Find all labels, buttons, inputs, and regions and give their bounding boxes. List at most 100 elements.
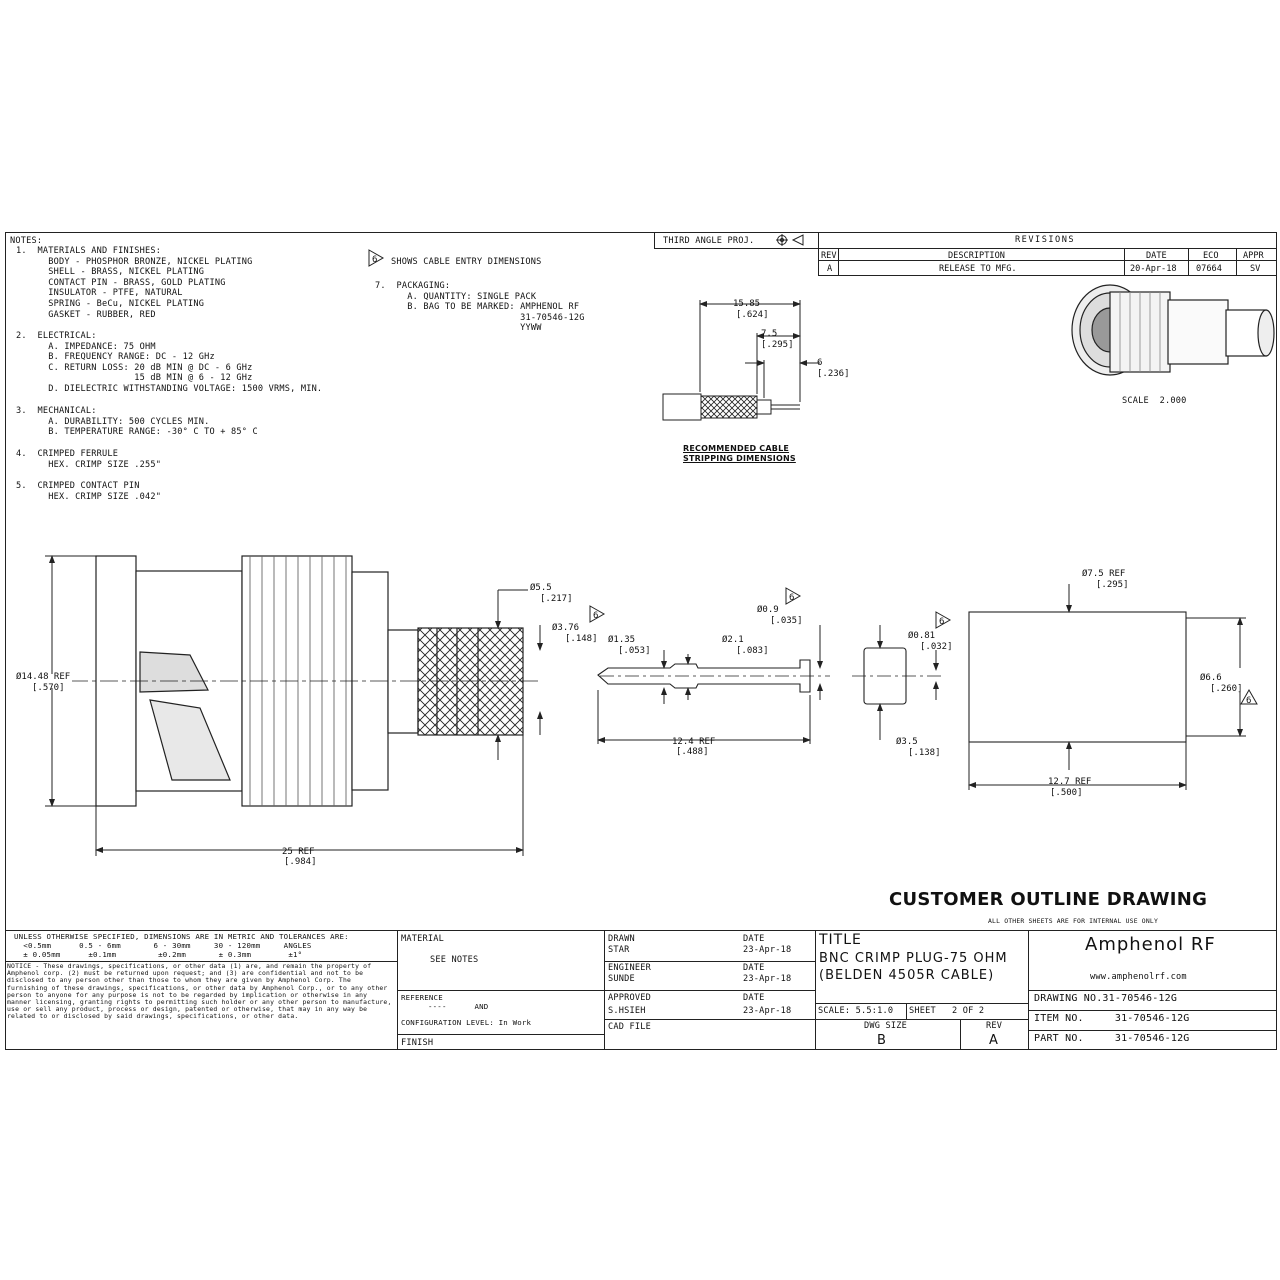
- notes-heading: NOTES:: [10, 236, 43, 246]
- crimp-ferrule: [968, 611, 1187, 743]
- rev-col: [1124, 248, 1125, 276]
- title-label: TITLE: [819, 932, 862, 948]
- approved-date-label: DATE: [743, 993, 765, 1003]
- sleeve-bore-in: [.032]: [920, 642, 953, 652]
- tb-col: [815, 930, 816, 1050]
- tb-row: [1028, 990, 1277, 991]
- drawn-by: STAR: [608, 945, 630, 955]
- tb-row: [397, 1034, 604, 1035]
- title-line-1: BNC CRIMP PLUG-75 OHM: [819, 951, 1008, 966]
- configuration-level: CONFIGURATION LEVEL: In Work: [401, 1018, 532, 1027]
- note-mechanical: 3. MECHANICAL: A. DURABILITY: 500 CYCLES…: [16, 406, 258, 438]
- sheet-value: SHEET 2 OF 2: [909, 1006, 985, 1016]
- rev-header-line: [818, 260, 1276, 261]
- pin-bore: Ø0.9: [757, 604, 779, 615]
- iso-connector-view: [1071, 284, 1275, 376]
- note6-flag-icon: 6: [368, 249, 385, 267]
- rev-row-date: 20-Apr-18: [1130, 264, 1177, 274]
- rev-col: [1236, 248, 1237, 276]
- projection-label: THIRD ANGLE PROJ.: [663, 236, 755, 246]
- scale-value: SCALE: 5.5:1.0: [818, 1006, 894, 1016]
- engineer-date: 23-Apr-18: [743, 974, 792, 984]
- body-dimensions: [45, 555, 543, 856]
- contact-pin: [597, 659, 830, 693]
- stripping-diagram: [662, 300, 820, 421]
- tb-col: [960, 1019, 961, 1050]
- material-value: SEE NOTES: [430, 955, 479, 965]
- ferrule-dia-in: [.295]: [1096, 580, 1129, 590]
- flag-icon: [785, 587, 802, 605]
- tb-row: [1028, 1010, 1277, 1011]
- drawing-sheet: [5, 232, 1277, 1050]
- approved-label: APPROVED: [608, 993, 651, 1003]
- rev-border: [818, 232, 819, 276]
- titleblock-top: [5, 930, 1277, 931]
- projection-symbol-icon: [776, 234, 804, 246]
- customer-outline-title: CUSTOMER OUTLINE DRAWING: [889, 889, 1208, 910]
- dwg-size-value: B: [877, 1033, 887, 1048]
- note-crimped-pin: 5. CRIMPED CONTACT PIN HEX. CRIMP SIZE .…: [16, 481, 162, 502]
- rev-row-line: [818, 275, 1276, 276]
- ferrule-id2: Ø6.6: [1200, 672, 1222, 683]
- pin-body: Ø2.1: [722, 634, 744, 645]
- rev-row-appr: SV: [1250, 264, 1261, 274]
- note-electrical: 2. ELECTRICAL: A. IMPEDANCE: 75 OHM B. F…: [16, 331, 323, 394]
- sleeve-dimensions: [877, 625, 939, 740]
- pin-body-in: [.083]: [736, 646, 769, 656]
- flag-text: 6: [939, 617, 944, 627]
- rev-value: A: [989, 1033, 999, 1048]
- flag-icon: [589, 605, 606, 623]
- strip-dim-2: 7.5: [761, 329, 777, 339]
- tb-row: [604, 990, 815, 991]
- tb-row: [604, 1019, 815, 1020]
- reference-label: REFERENCE: [401, 993, 443, 1002]
- tb-row: [5, 961, 397, 962]
- body-dia-in: [.570]: [32, 683, 65, 693]
- cad-file-label: CAD FILE: [608, 1022, 651, 1032]
- tb-row: [604, 961, 815, 962]
- sleeve-od: Ø3.5: [896, 736, 918, 747]
- sleeve-bore: Ø0.81: [908, 630, 935, 641]
- note-materials: 1. MATERIALS AND FINISHES: BODY - PHOSPH…: [16, 246, 253, 320]
- tb-row: [397, 990, 604, 991]
- ferrule-id: Ø3.76: [552, 622, 579, 633]
- rev-col: [1188, 248, 1189, 276]
- engineer-label: ENGINEER: [608, 963, 651, 973]
- rev-divider: [654, 248, 1276, 249]
- rev-row-desc: RELEASE TO MFG.: [939, 264, 1017, 274]
- pin-tip: Ø1.35: [608, 634, 635, 645]
- ferrule-od: Ø5.5: [530, 582, 552, 593]
- rev-header-date: DATE: [1146, 251, 1167, 261]
- strip-dim-1-in: [.624]: [736, 310, 769, 320]
- engineer-date-label: DATE: [743, 963, 765, 973]
- flag-text: 6: [372, 255, 377, 265]
- rev-header-rev: REV: [821, 251, 837, 261]
- approved-by: S.HSIEH: [608, 1006, 646, 1016]
- pin-dimensions: [597, 625, 823, 744]
- ferrule-id2-in: [.260]: [1210, 684, 1243, 694]
- drawn-date-label: DATE: [743, 934, 765, 944]
- tb-row: [1028, 1030, 1277, 1031]
- part-number: PART NO. 31-70546-12G: [1034, 1033, 1190, 1044]
- ferrule-len: 12.7 REF: [1048, 777, 1091, 787]
- body-len-in: [.984]: [284, 857, 317, 867]
- flag-text: 6: [789, 593, 794, 603]
- tb-row: [815, 1019, 1028, 1020]
- revisions-heading: REVISIONS: [1015, 235, 1076, 245]
- drawn-date: 23-Apr-18: [743, 945, 792, 955]
- proprietary-notice: NOTICE - These drawings, specifications,…: [7, 962, 392, 1021]
- pin-len: 12.4 REF: [672, 737, 715, 747]
- tolerance-ranges: <0.5mm 0.5 - 6mm 6 - 30mm 30 - 120mm ANG…: [14, 941, 312, 950]
- tolerance-values: ± 0.05mm ±0.1mm ±0.2mm ± 0.3mm ±1°: [14, 950, 303, 959]
- title-line-2: (BELDEN 4505R CABLE): [819, 968, 995, 983]
- rev-header-eco: ECO: [1203, 251, 1219, 261]
- dim-label-bg: [1196, 668, 1248, 692]
- proj-border: [654, 232, 655, 248]
- strip-dim-3: 6: [817, 358, 822, 368]
- rev-row-eco: 07664: [1196, 264, 1222, 274]
- flag-icon: [935, 611, 952, 629]
- pin-bore-in: [.035]: [770, 616, 803, 626]
- company-url: www.amphenolrf.com: [1090, 972, 1187, 982]
- company-logo: Amphenol RF: [1085, 934, 1216, 955]
